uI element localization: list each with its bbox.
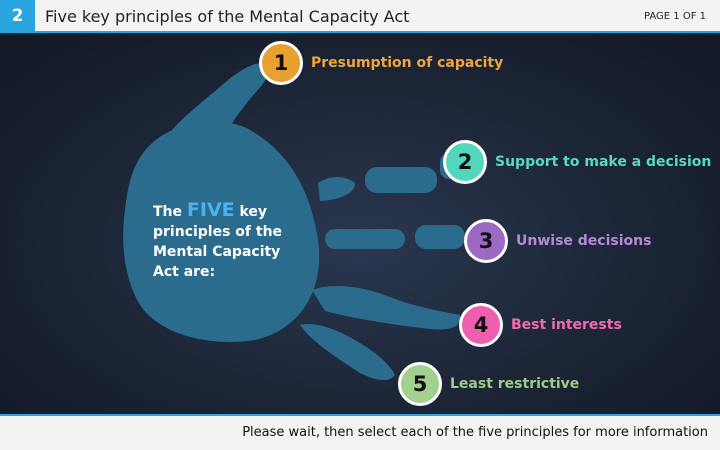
intro-suffix: key principles of the Mental Capacity Ac… — [153, 204, 283, 280]
intro-prefix: The — [153, 204, 183, 220]
principle-5-circle: 5 — [398, 362, 442, 406]
principle-5-button[interactable]: 5 Least restrictive — [398, 362, 579, 406]
principle-4-circle: 4 — [459, 303, 503, 347]
principle-4-label: Best interests — [511, 317, 622, 333]
instruction-text: Please wait, then select each of the fiv… — [242, 425, 708, 440]
principle-3-label: Unwise decisions — [516, 233, 652, 249]
principle-1-circle: 1 — [259, 41, 303, 85]
principle-4-button[interactable]: 4 Best interests — [459, 303, 622, 347]
slide-stage: The FIVE key principles of the Mental Ca… — [0, 35, 720, 414]
footer-bar: Please wait, then select each of the fiv… — [0, 414, 720, 450]
principle-3-button[interactable]: 3 Unwise decisions — [464, 219, 651, 263]
page-indicator: PAGE 1 OF 1 — [643, 11, 706, 22]
intro-highlight: FIVE — [186, 199, 235, 221]
principle-2-circle: 2 — [443, 140, 487, 184]
header-bar: 2 Five key principles of the Mental Capa… — [0, 0, 720, 33]
principle-2-label: Support to make a decision — [495, 154, 712, 170]
principle-1-label: Presumption of capacity — [311, 55, 504, 71]
principle-2-button[interactable]: 2 Support to make a decision — [443, 140, 711, 184]
intro-text: The FIVE key principles of the Mental Ca… — [153, 200, 303, 282]
handprint-icon — [123, 63, 465, 381]
principle-5-label: Least restrictive — [450, 376, 580, 392]
page-title: Five key principles of the Mental Capaci… — [45, 7, 410, 26]
principle-1-button[interactable]: 1 Presumption of capacity — [259, 41, 503, 85]
slide-number: 2 — [0, 0, 35, 33]
principle-3-circle: 3 — [464, 219, 508, 263]
